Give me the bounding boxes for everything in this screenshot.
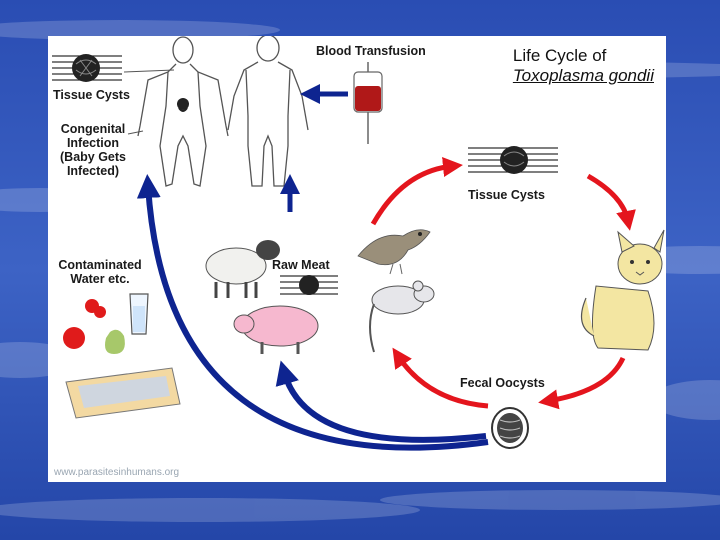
tissue-cyst-icon-left: [52, 54, 122, 82]
litter-box-illustration: [65, 367, 181, 419]
human-figure-female: [137, 36, 229, 187]
host-to-cyst-arrow: [370, 157, 463, 226]
fetus-icon: [177, 98, 189, 112]
human-figure-male: [227, 36, 309, 187]
cyst-to-cat-arrow: [586, 173, 636, 231]
oocyst-to-animal-arrow: [275, 360, 487, 443]
pig-illustration: [233, 305, 319, 354]
title-line-1: Life Cycle of: [512, 46, 607, 65]
cat-illustration: [580, 229, 665, 351]
oocyst-to-human-arrow: [136, 174, 489, 451]
contaminated-water-label: Contaminated Water etc.: [58, 258, 142, 286]
cat-to-oocyst-arrow: [538, 356, 626, 410]
title-line-2: Toxoplasma gondii: [512, 66, 654, 85]
raw-meat-cyst-icon: [280, 275, 338, 295]
blood-bag-icon: [353, 62, 383, 144]
congenital-infection-label: Congenital Infection (Baby Gets Infected…: [60, 122, 126, 178]
life-cycle-diagram: Life Cycle of Toxoplasma gondii Blood Tr…: [48, 36, 666, 482]
tissue-cyst-icon-right: [468, 146, 558, 174]
water-glass-icon: [129, 293, 149, 335]
tissue-cysts-label-left: Tissue Cysts: [53, 88, 130, 102]
mouse-illustration: [369, 280, 435, 353]
bird-illustration: [357, 229, 431, 275]
diagram-artwork: [52, 36, 665, 451]
fruit-illustration: [63, 299, 125, 354]
fecal-oocysts-label: Fecal Oocysts: [460, 376, 545, 390]
tissue-cysts-label-right: Tissue Cysts: [468, 188, 545, 202]
oocyst-to-intermediate-host-arrow: [392, 347, 489, 409]
blood-transfusion-label: Blood Transfusion: [316, 44, 426, 58]
watermark: www.parasitesinhumans.org: [54, 467, 180, 478]
oocyst-icon: [491, 407, 529, 449]
sheep-illustration: [205, 240, 280, 298]
raw-meat-label: Raw Meat: [272, 258, 330, 272]
diagram-title: Life Cycle of Toxoplasma gondii: [513, 46, 654, 86]
